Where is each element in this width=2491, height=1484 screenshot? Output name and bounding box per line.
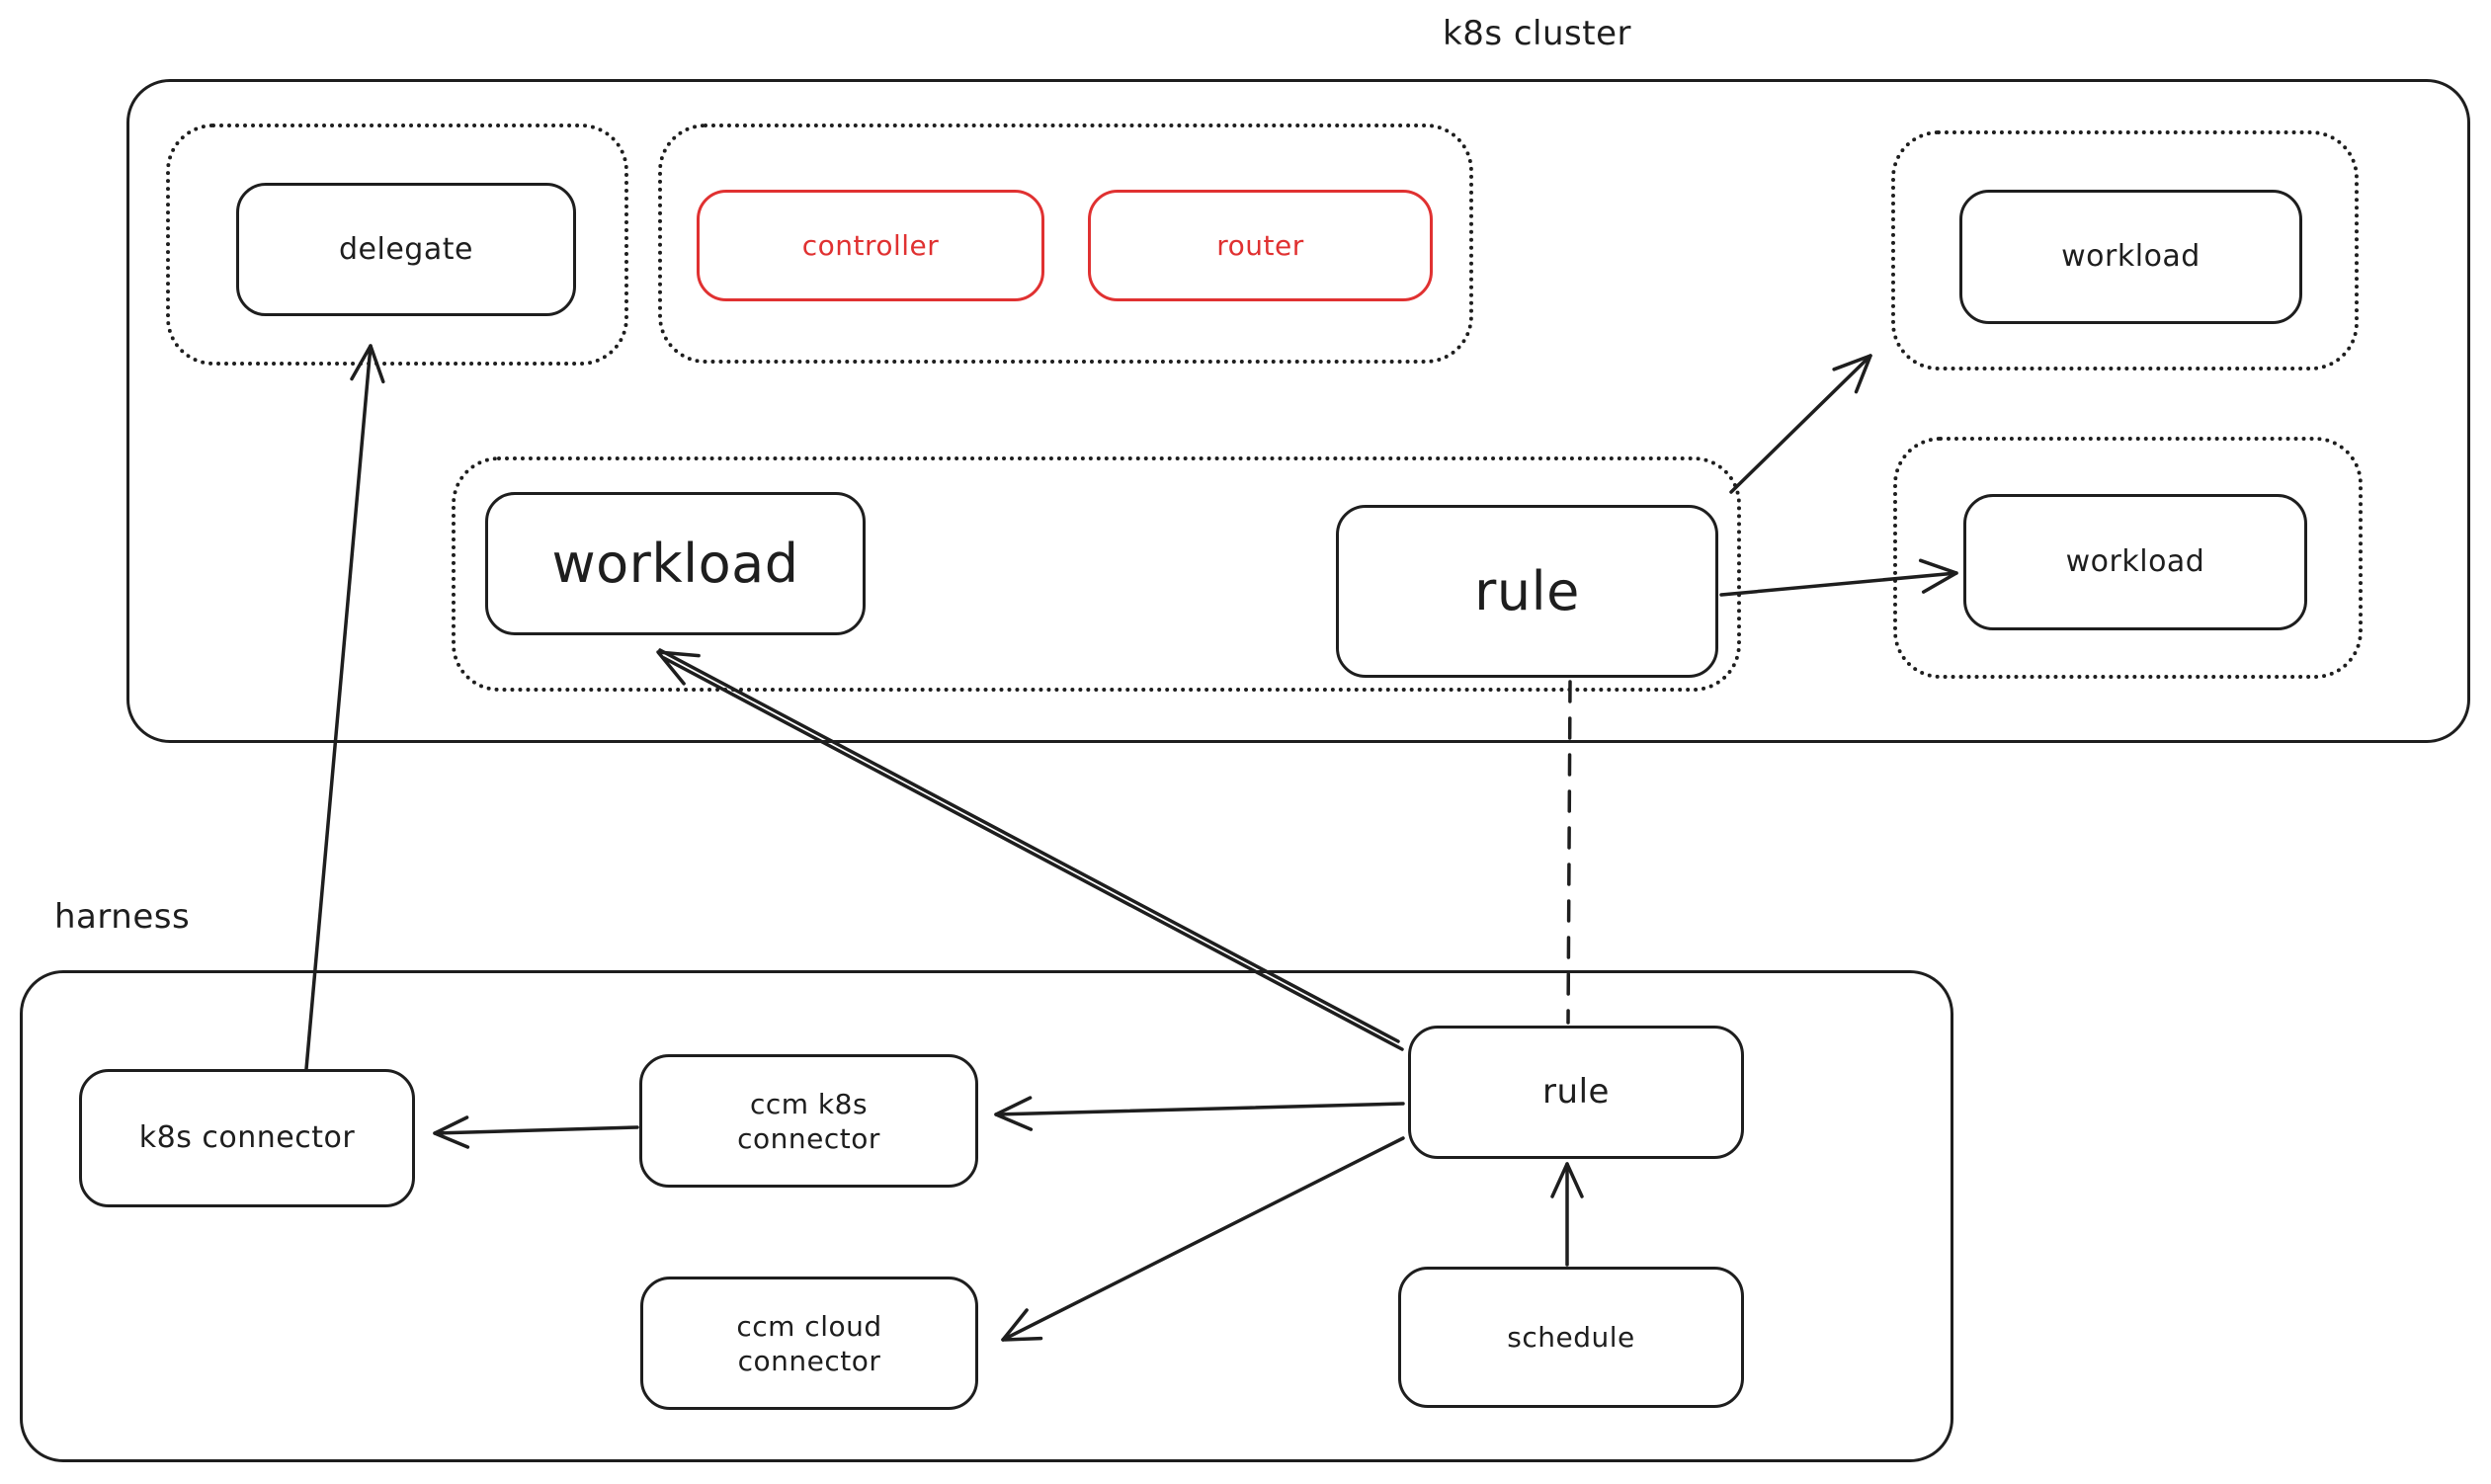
controller-label: controller [801,229,940,262]
harness-rule-node: rule [1408,1026,1744,1159]
workload-label-mid-right: workload [2065,544,2205,580]
ccm-k8s-connector-label-line2: connector [737,1121,880,1155]
harness-rule-label: rule [1542,1072,1610,1113]
main-workload-node: workload [485,492,866,635]
main-workload-label: workload [551,532,799,595]
workload-label-top-right: workload [2061,239,2200,275]
controller-node: controller [697,190,1044,301]
schedule-node: schedule [1398,1267,1744,1408]
router-node: router [1088,190,1433,301]
ccm-cloud-connector-label-line1: ccm cloud [736,1309,882,1343]
delegate-node: delegate [236,183,576,316]
workload-group-mid-right [1893,437,2363,679]
main-rule-label: rule [1474,559,1580,622]
control-group [658,124,1473,364]
k8s-cluster-title: k8s cluster [1443,14,1631,53]
ccm-cloud-connector-label-line2: connector [737,1344,881,1377]
schedule-label: schedule [1507,1321,1635,1354]
delegate-group [166,124,628,366]
k8s-connector-node: k8s connector [79,1069,415,1207]
workload-group-top-right [1891,130,2359,371]
ccm-cloud-connector-node: ccm cloud connector [640,1277,978,1410]
main-rule-node: rule [1336,505,1718,678]
ccm-k8s-connector-label-line1: ccm k8s [749,1087,869,1120]
ccm-k8s-connector-node: ccm k8s connector [639,1054,978,1188]
router-label: router [1216,229,1304,262]
k8s-connector-label: k8s connector [138,1120,356,1156]
workload-node-mid-right: workload [1963,494,2307,630]
delegate-label: delegate [339,231,473,267]
harness-title: harness [54,897,191,937]
workload-node-top-right: workload [1959,190,2302,324]
